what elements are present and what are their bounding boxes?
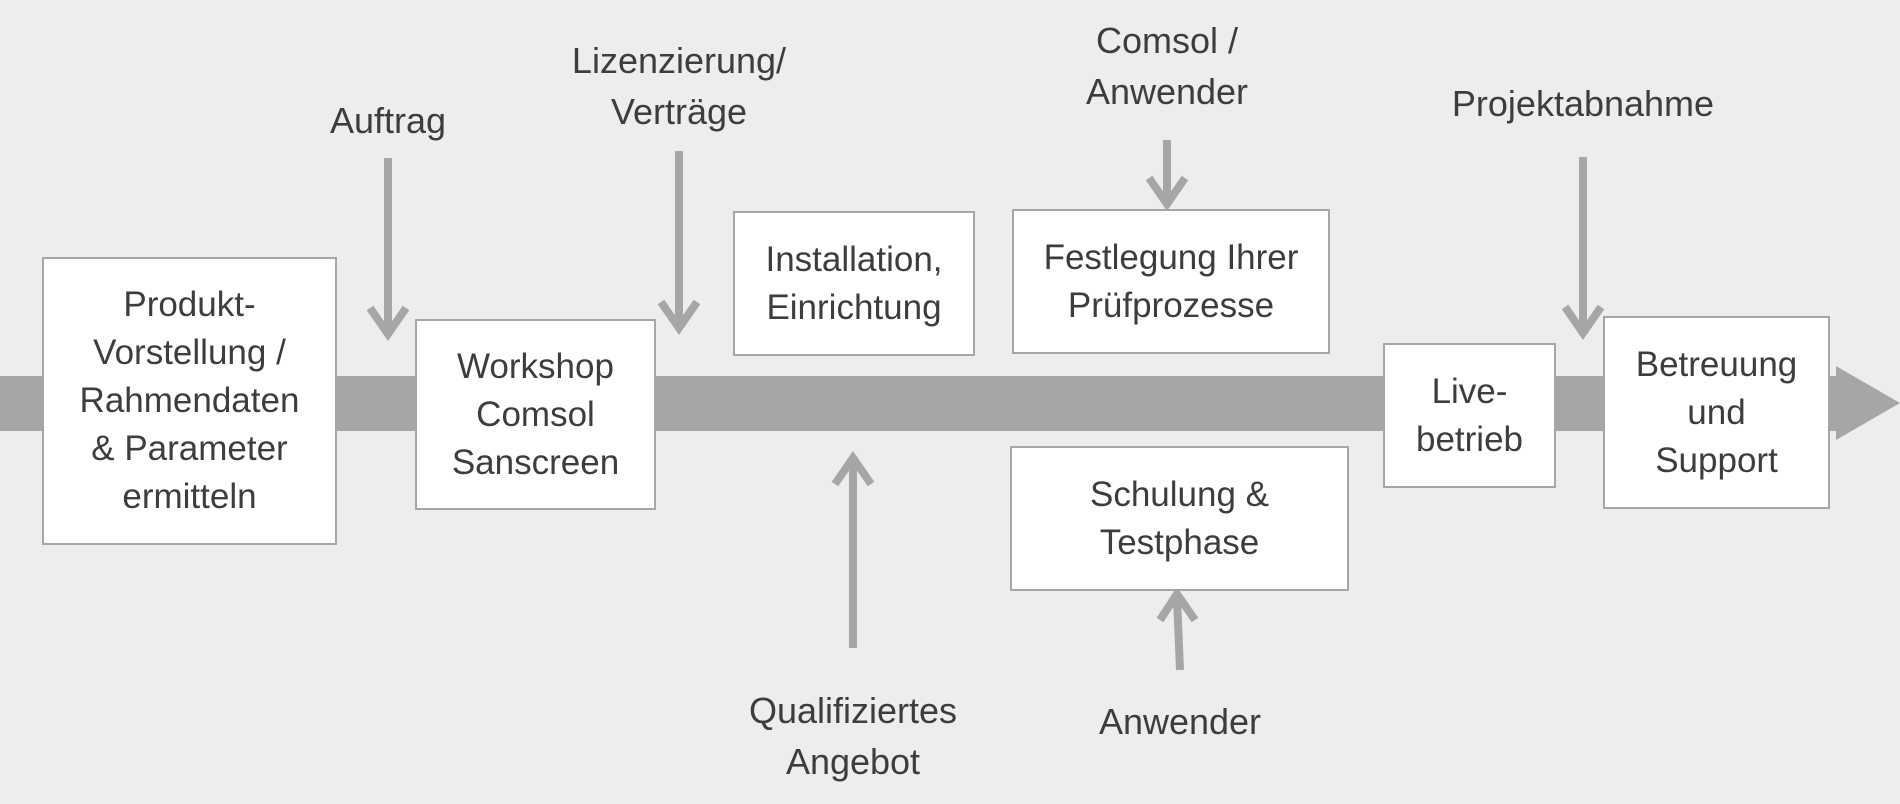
step-betreuung: Betreuung und Support [1603,316,1830,509]
qualifiziertes-angebot-arrow [831,450,875,648]
label-projektabnahme: Projektabnahme [1451,83,1715,124]
projektabnahme-arrow [1561,157,1605,341]
step-festlegung: Festlegung Ihrer Prüfprozesse [1012,209,1330,354]
step-produkt-vorstellung: Produkt- Vorstellung / Rahmendaten & Par… [42,257,337,545]
step-installation: Installation, Einrichtung [733,211,975,356]
label-auftrag: Auftrag [329,100,447,141]
label-comsol-anwender: Comsol / Anwender [1085,20,1249,112]
label-anwender: Anwender [1098,701,1262,742]
label-qualifiziertes-angebot: Qualifiziertes Angebot [748,690,958,782]
lizenzierung-arrow [657,151,701,336]
label-lizenzierung: Lizenzierung/ Verträge [571,40,787,132]
step-live-betrieb: Live- betrieb [1383,343,1556,488]
auftrag-arrow [366,158,410,342]
comsol-anwender-arrow [1145,140,1189,212]
step-workshop: Workshop Comsol Sanscreen [415,319,656,510]
anwender-arrow [1156,586,1199,671]
step-schulung: Schulung & Testphase [1010,446,1349,591]
